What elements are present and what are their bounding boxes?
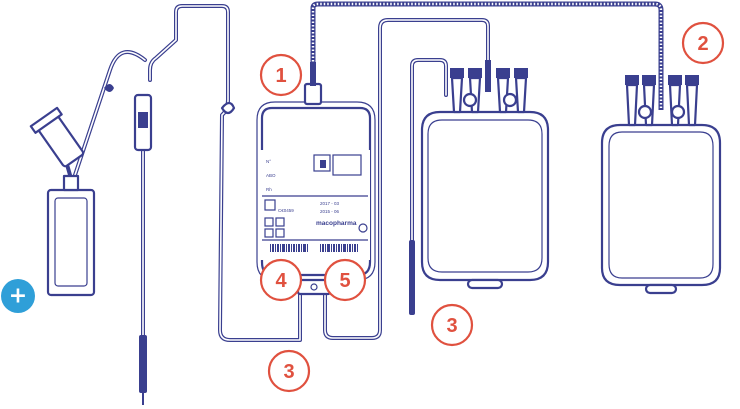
marker-4: 4 [259,258,303,302]
marker-1: 1 [259,53,303,97]
tubing-sample [409,58,448,315]
main-bag: N° ABO Rh C€0459 2017 - 03 2015 - 06 mac… [256,62,376,296]
marker-1-label: 1 [275,65,286,87]
marker-5-label: 5 [339,270,350,292]
marker-4-label: 4 [275,270,287,292]
ce-mark: C€0459 [278,208,294,213]
n-label: N° [266,159,271,164]
brand-name: macopharma [316,220,357,227]
add-button[interactable]: + [1,279,35,313]
plus-icon: + [9,284,27,309]
abo-label: ABO [266,173,276,178]
rh-label: Rh [266,187,272,192]
tubing-middle [323,18,490,340]
marker-3-bottom-label: 3 [283,361,294,383]
tubing-top [148,4,302,342]
needle-line [133,93,153,405]
marker-3-right: 3 [430,303,474,347]
sampling-bag [29,106,96,297]
barcode-left [270,244,308,252]
marker-3-bottom: 3 [267,349,311,393]
marker-2-label: 2 [697,33,708,55]
marker-3-right-label: 3 [446,315,457,337]
date-manufacture: 2015 - 06 [320,209,340,214]
barcode-right [320,244,358,252]
tubing-braided [310,1,664,110]
date-expiry: 2017 - 03 [320,201,340,206]
plasma-bag [600,75,722,295]
marker-2: 2 [681,21,725,65]
marker-5: 5 [323,258,367,302]
platelet-bag [420,60,550,290]
clip-icons [104,84,236,115]
